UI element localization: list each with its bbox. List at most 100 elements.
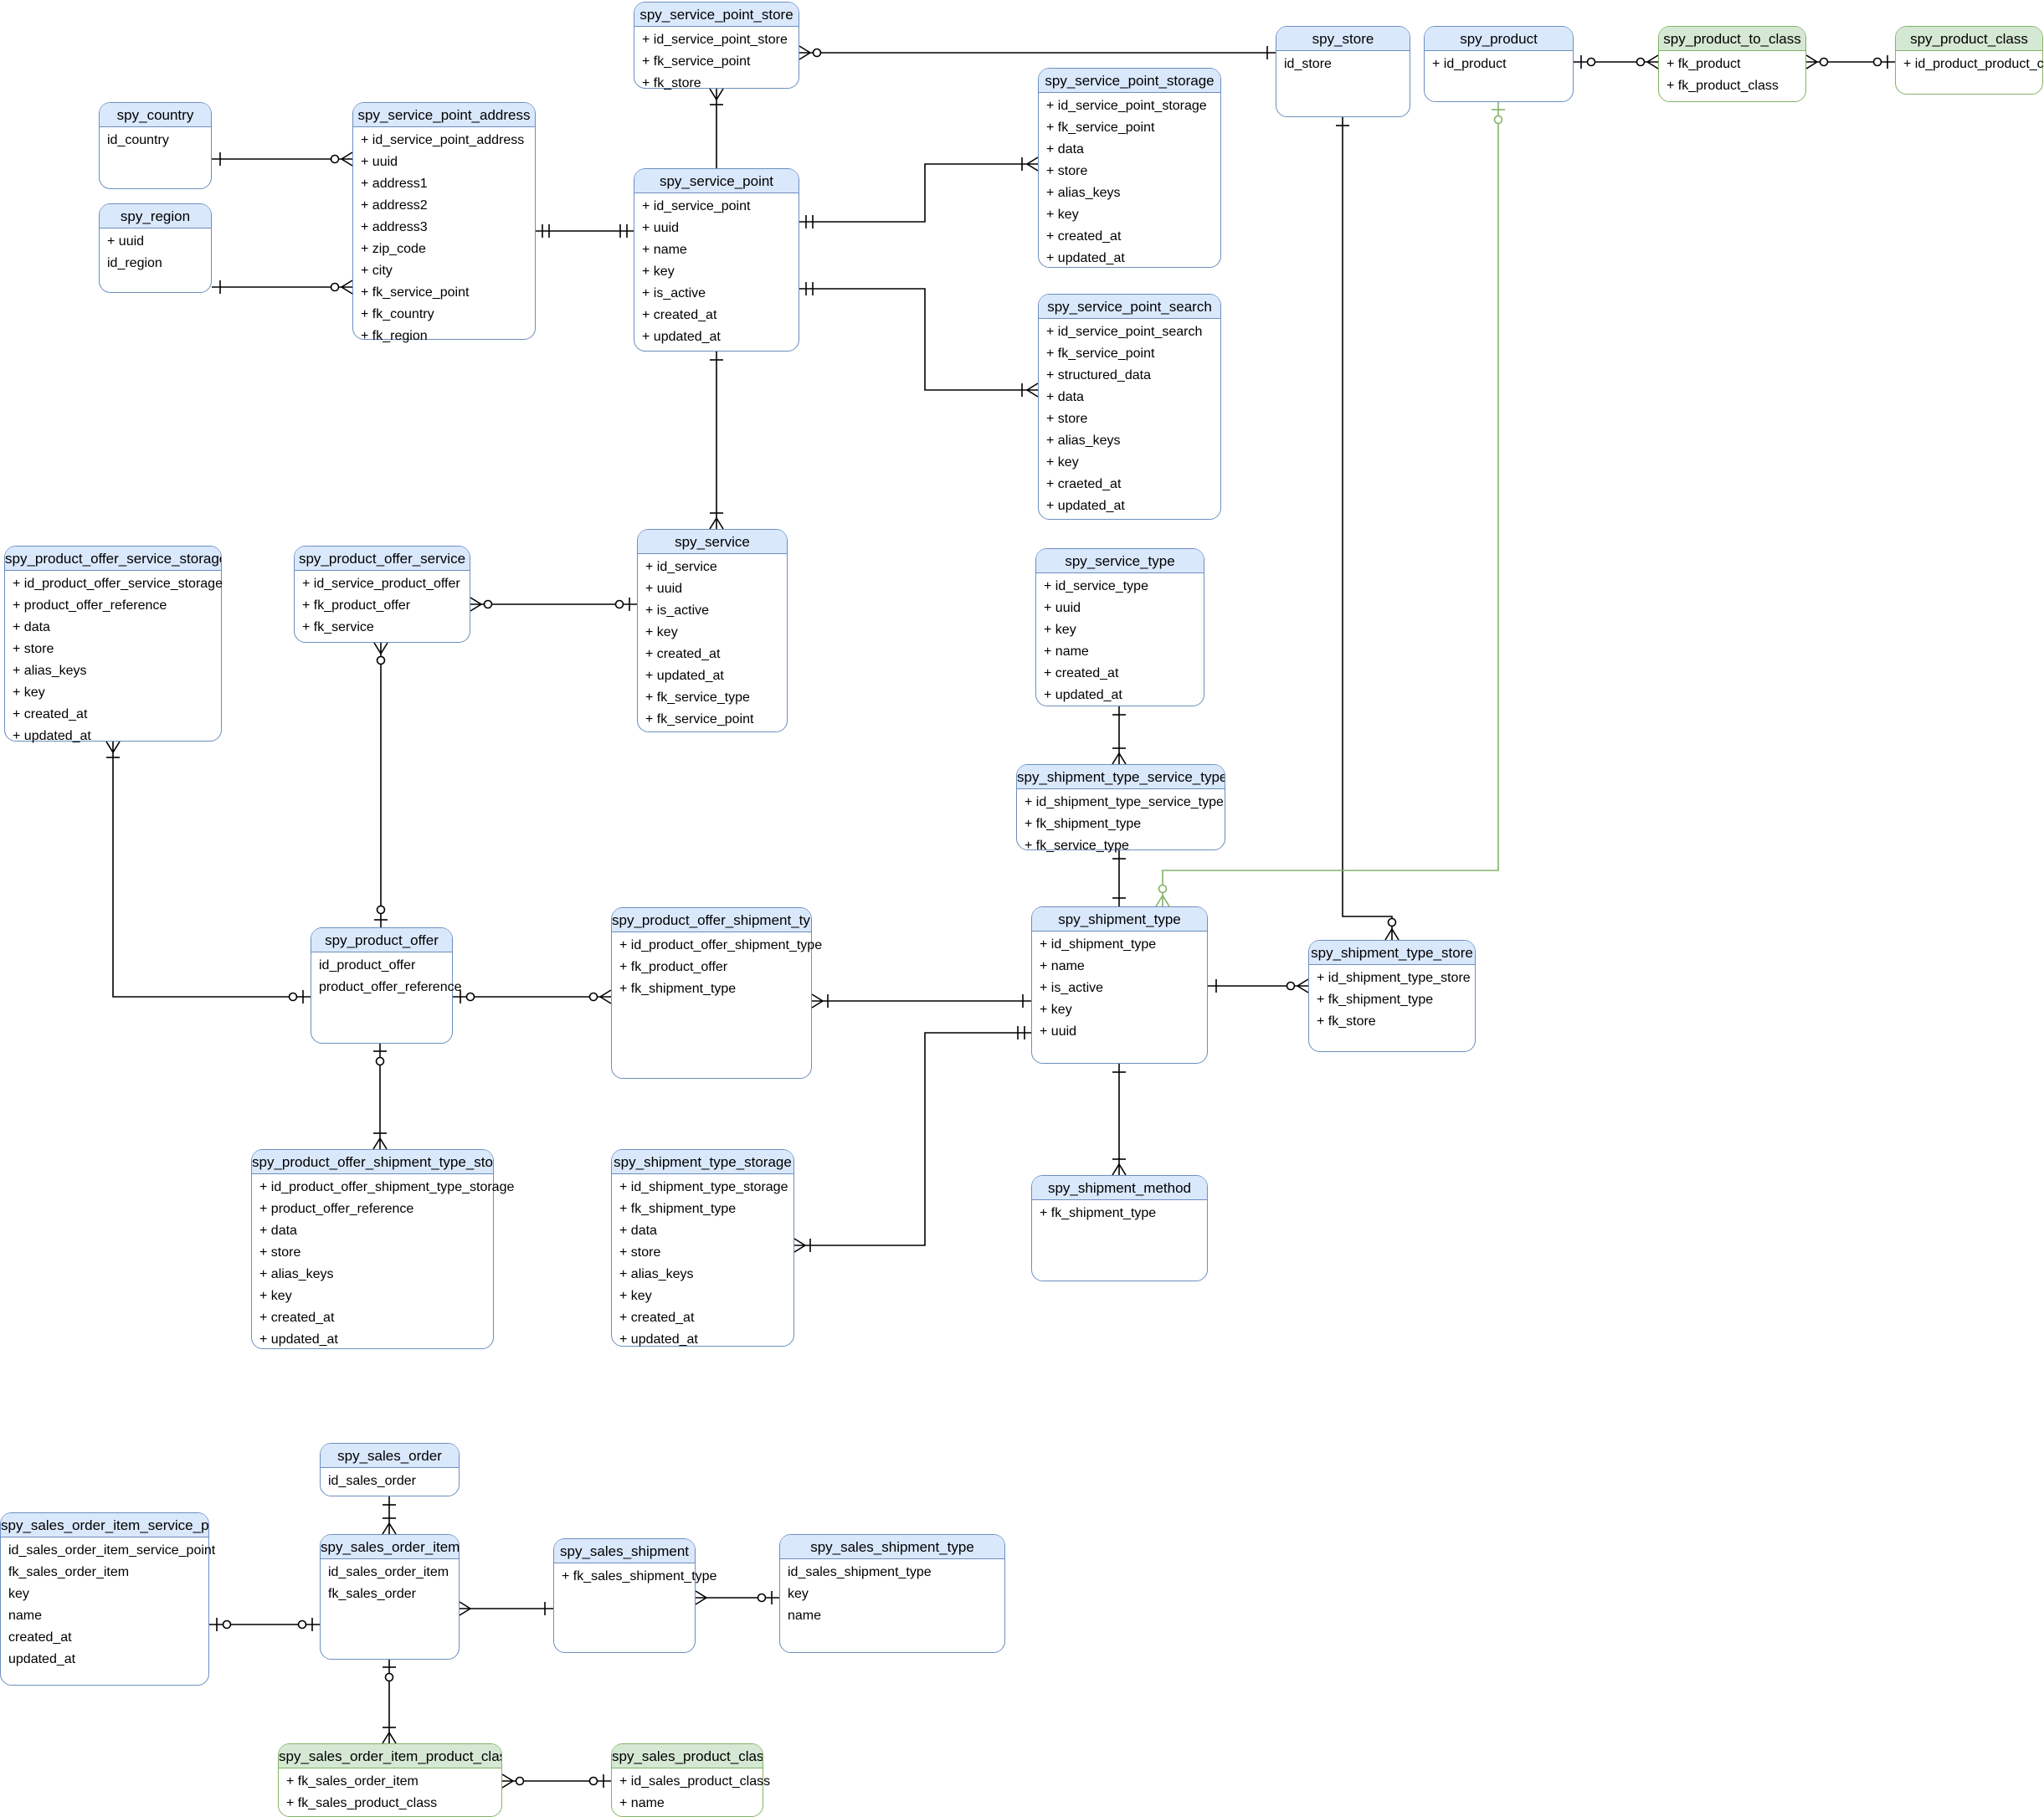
field-row: + fk_shipment_type [1317, 993, 1434, 1007]
field-row: + created_at [1046, 229, 1122, 244]
table-spy_product_offer_shipment_type[interactable]: spy_product_offer_shipment_type+ id_prod… [611, 907, 822, 1079]
table-spy_shipment_method[interactable]: spy_shipment_method + fk_shipment_type [1031, 1175, 1208, 1281]
field-row: created_at [8, 1630, 72, 1645]
table-spy_product_offer_service[interactable]: spy_product_offer_service+ id_service_pr… [294, 546, 470, 643]
table-spy_sales_order_item_service_point[interactable]: spy_sales_order_item_service_pointid_sal… [0, 1512, 216, 1686]
field-row: id_sales_order_item_service_point [8, 1543, 216, 1558]
field-row: id_sales_order [328, 1474, 416, 1488]
relation-spy_store-spy_shipment_type_store [1336, 117, 1399, 941]
table-title-spy_country: spy_country [100, 103, 211, 127]
relation-spy_shipment_type-spy_shipment_type_store [1208, 978, 1309, 993]
field-row: + alias_keys [619, 1267, 694, 1281]
field-row: + key [13, 685, 45, 700]
field-row: + key [1046, 208, 1079, 222]
table-fields: id_store [1276, 51, 1410, 75]
relation-spy_product_offer_service_storage-spy_product_offer [105, 741, 311, 1003]
field-row: + alias_keys [259, 1267, 334, 1281]
table-spy_shipment_type[interactable]: spy_shipment_type+ id_shipment_type+ nam… [1031, 906, 1208, 1064]
field-row: + fk_service_point [642, 54, 751, 69]
relation-spy_sales_order_item_product_class-spy_sales_product_class [501, 1773, 611, 1789]
table-spy_service_point_store[interactable]: spy_service_point_store + id_service_poin… [634, 2, 799, 90]
table-spy_product_to_class[interactable]: spy_product_to_class+ fk_product+ fk_pro… [1658, 26, 1806, 102]
field-row: + zip_code [361, 242, 426, 256]
field-row: + structured_data [1046, 368, 1151, 382]
field-row: + id_service_point_search [1046, 325, 1203, 339]
table-fields: id_sales_order [321, 1468, 459, 1492]
table-spy_shipment_type_service_type[interactable]: spy_shipment_type_service_type+ id_shipm… [1016, 764, 1225, 853]
field-row: + data [1046, 390, 1084, 404]
table-title-spy_sales_order_item: spy_sales_order_item [321, 1535, 459, 1559]
field-row: + id_service_point_storage [1046, 99, 1207, 113]
field-row: + updated_at [1046, 251, 1125, 265]
table-title-spy_service_point_address: spy_service_point_address [353, 103, 535, 127]
table-fields: + id_shipment_type_storage+ fk_shipment_… [612, 1174, 793, 1351]
table-fields: + id_sales_product_class+ name [612, 1768, 770, 1814]
field-row: + address2 [361, 198, 428, 213]
relation-spy_service_point_address-spy_service_point [536, 224, 634, 238]
table-fields: + id_service_point_store + fk_service_poi… [634, 27, 799, 95]
field-row: + fk_shipment_type [1025, 817, 1142, 831]
table-fields: + id_service_point_address+ uuid+ addres… [353, 127, 535, 347]
table-title-spy_shipment_method: spy_shipment_method [1032, 1176, 1207, 1200]
field-row: + alias_keys [13, 664, 87, 678]
field-row: id_sales_order_item [328, 1565, 449, 1579]
table-spy_service_point_search[interactable]: spy_service_point_search+ id_service_poi… [1038, 294, 1221, 520]
table-spy_product_offer_service_storage[interactable]: spy_product_offer_service_storage+ id_pr… [4, 546, 223, 743]
relation-spy_product-spy_product_to_class [1574, 54, 1659, 69]
field-row: + updated_at [619, 1332, 698, 1347]
field-row: + updated_at [1044, 688, 1122, 702]
field-row: + city [361, 264, 393, 278]
field-row: name [8, 1609, 43, 1623]
field-row: + fk_shipment_type [1040, 1206, 1157, 1220]
table-spy_product[interactable]: spy_product+ id_product [1424, 26, 1574, 102]
table-title-spy_product_offer_service: spy_product_offer_service [295, 547, 470, 571]
table-spy_shipment_type_store[interactable]: spy_shipment_type_store+ id_shipment_typ… [1308, 940, 1476, 1052]
table-spy_sales_order_item_product_class[interactable]: spy_sales_order_item_product_class+ fk_s… [278, 1743, 502, 1817]
field-row: id_country [107, 133, 169, 147]
field-row: + key [1040, 1003, 1072, 1017]
field-row: + created_at [645, 647, 721, 661]
table-spy_service_point[interactable]: spy_service_point+ id_service_point+ uui… [634, 168, 799, 352]
table-fields: + id_shipment_type+ name+ is_active+ key… [1032, 932, 1207, 1043]
field-row: key [788, 1587, 809, 1601]
table-spy_sales_shipment[interactable]: spy_sales_shipment+ fk_sales_shipment_ty… [553, 1538, 716, 1653]
relation-spy_shipment_type-spy_shipment_method [1112, 1064, 1127, 1176]
table-spy_service_point_storage[interactable]: spy_service_point_storage+ id_service_po… [1038, 68, 1221, 268]
field-row: + created_at [642, 308, 717, 322]
table-spy_service[interactable]: spy_service+ id_service+ uuid+ is_active… [637, 529, 788, 732]
field-row: + is_active [645, 603, 710, 618]
field-row: + fk_country [361, 307, 434, 321]
table-fields: + fk_sales_shipment_type [554, 1563, 716, 1588]
field-row: + fk_store [1317, 1014, 1376, 1029]
field-row: + store [13, 642, 54, 656]
field-row: + id_service_point_store [642, 33, 788, 47]
table-title-spy_shipment_type_store: spy_shipment_type_store [1309, 941, 1475, 965]
table-title-spy_product_offer: spy_product_offer [311, 928, 452, 952]
field-row: + created_at [619, 1311, 695, 1325]
table-spy_shipment_type_storage[interactable]: spy_shipment_type_storage+ id_shipment_t… [611, 1149, 794, 1347]
table-title-spy_service_point_store: spy_service_point_store [634, 3, 799, 27]
field-row: name [788, 1609, 822, 1623]
table-spy_country[interactable]: spy_country id_country [99, 102, 212, 189]
field-row: + created_at [259, 1311, 335, 1325]
table-fields: + id_service_point+ uuid+ name+ key+ is_… [634, 193, 799, 348]
table-title-spy_sales_shipment_type: spy_sales_shipment_type [780, 1535, 1004, 1559]
table-spy_product_class[interactable]: spy_product_class+ id_product_product_cl… [1895, 26, 2044, 95]
table-spy_sales_product_class[interactable]: spy_sales_product_class+ id_sales_produc… [611, 1743, 770, 1817]
relation-spy_product_offer_service-spy_product_offer [373, 642, 388, 927]
table-fields: + fk_sales_order_item+ fk_sales_product_… [279, 1768, 501, 1814]
table-spy_service_point_address[interactable]: spy_service_point_address+ id_service_po… [352, 102, 536, 343]
table-fields: + id_product_offer_service_storage+ prod… [5, 571, 223, 747]
table-spy_product_offer_shipment_type_storage[interactable]: spy_product_offer_shipment_type_storage+… [251, 1149, 514, 1349]
table-fields: + id_shipment_type_service_type+ fk_ship… [1017, 789, 1225, 857]
table-fields: + id_shipment_type_store+ fk_shipment_ty… [1309, 965, 1475, 1033]
table-spy_service_type[interactable]: spy_service_type+ id_service_type+ uuid+… [1035, 548, 1204, 706]
